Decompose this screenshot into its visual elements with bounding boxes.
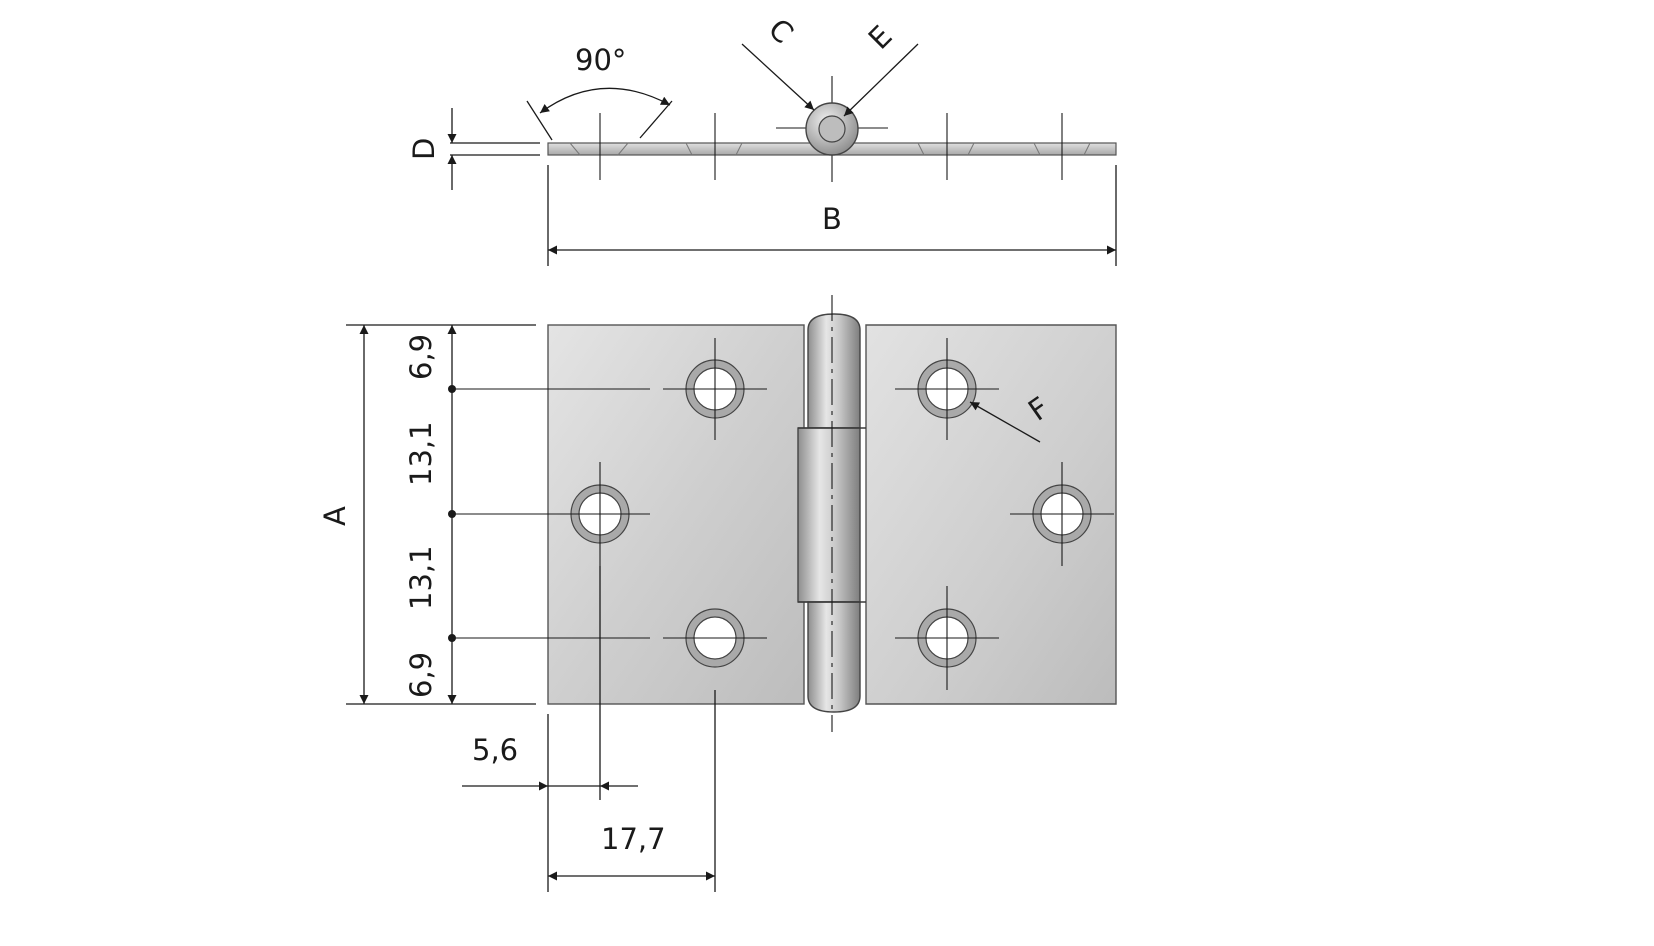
dimension-b: B <box>547 165 1117 266</box>
side-view-pin <box>818 115 846 143</box>
vertical-dimensions: A 6,9 13,1 13,1 6,9 <box>318 324 536 705</box>
angle-label: 90° <box>575 43 626 77</box>
label-e: E <box>862 19 899 56</box>
label-d: D <box>407 138 441 160</box>
side-view: 90° C E D B <box>407 12 1117 266</box>
label-b: B <box>822 202 842 236</box>
knuckle-bottom <box>807 601 861 713</box>
dim-edge-to-inner-hole: 17,7 <box>601 822 666 856</box>
dim-hole-to-bottom: 6,9 <box>404 652 438 698</box>
angle-arc <box>539 87 671 114</box>
leader-c <box>741 43 815 111</box>
leader-f <box>969 401 1041 443</box>
horizontal-dimensions: 5,6 17,7 <box>462 566 716 892</box>
dimension-d: D <box>407 108 540 190</box>
dim-hole-to-middle: 13,1 <box>404 421 438 486</box>
label-a: A <box>318 506 352 526</box>
knuckle-middle <box>797 427 861 603</box>
dim-edge-to-outer-hole: 5,6 <box>472 733 518 767</box>
right-leaf <box>865 324 1117 705</box>
label-c: C <box>762 12 800 50</box>
hole-centerlines <box>450 338 1114 690</box>
leader-e <box>843 43 919 117</box>
front-view: F A 6,9 13,1 13,1 6,9 5,6 17, <box>318 295 1117 892</box>
dim-middle-to-hole: 13,1 <box>404 545 438 610</box>
knuckle-top <box>807 313 861 429</box>
side-view-countersinks <box>569 142 1091 156</box>
dim-top-to-hole: 6,9 <box>404 334 438 380</box>
